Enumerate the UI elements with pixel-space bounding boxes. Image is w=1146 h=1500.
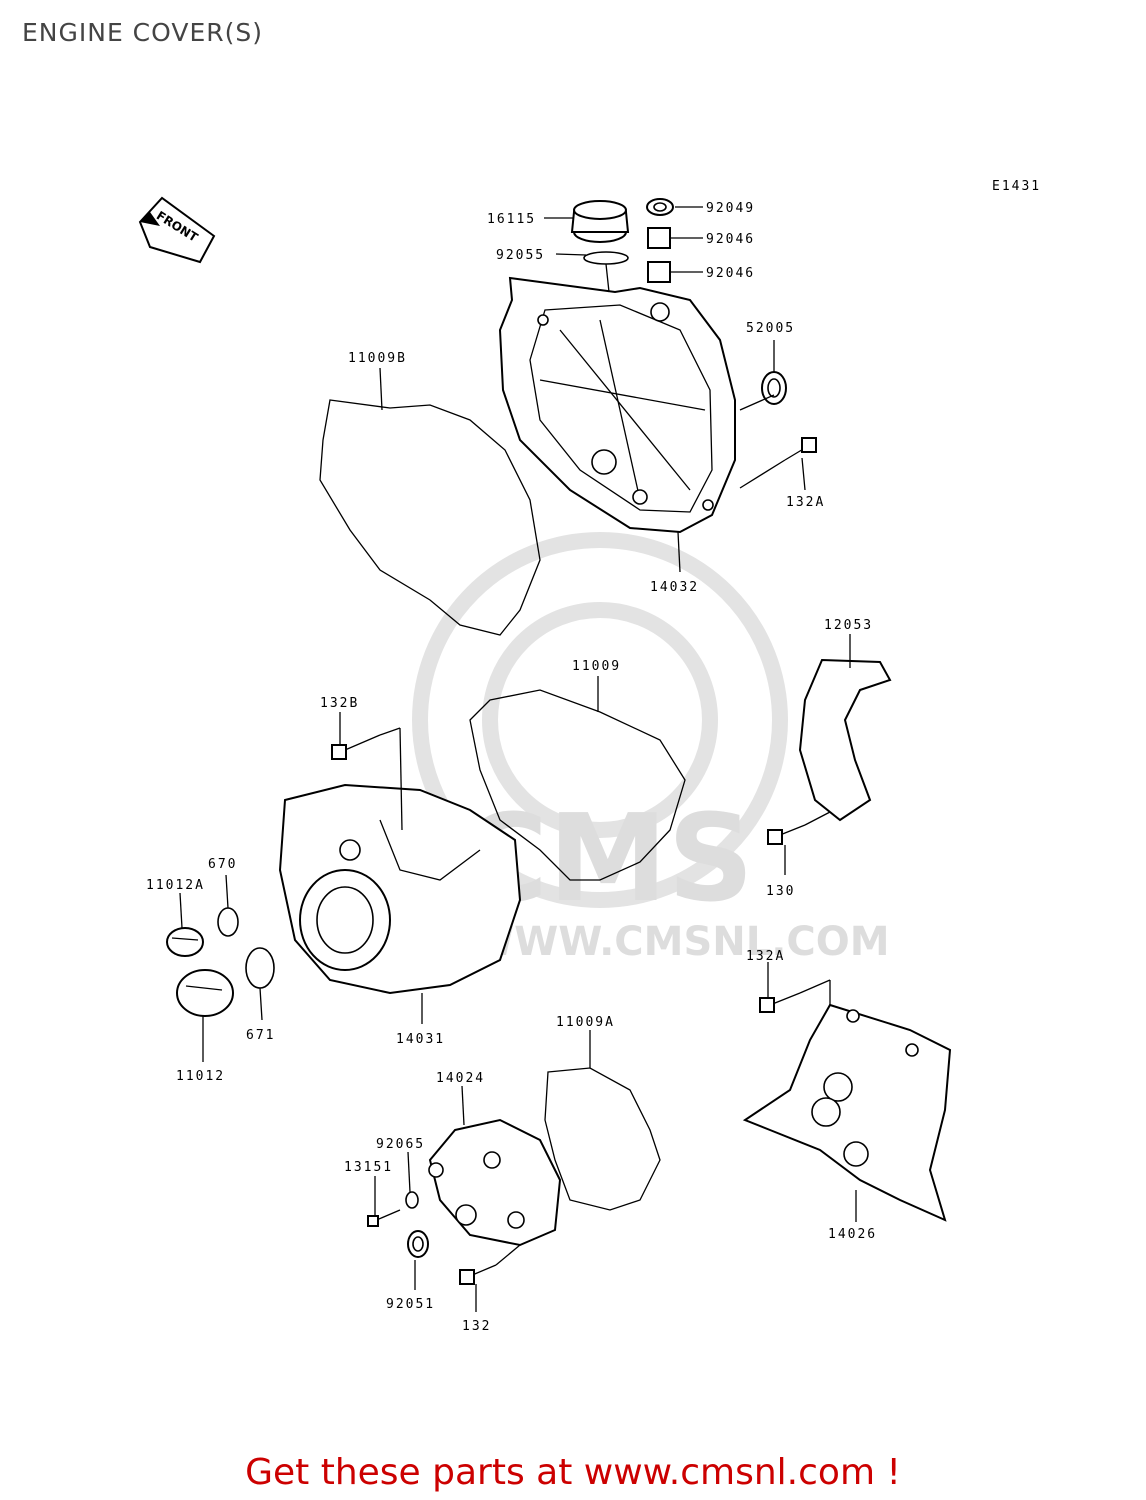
label-11009A: 11009A [556, 1015, 615, 1030]
part-labels: 16115 92049 92046 92055 92046 52005 1100… [146, 201, 877, 1334]
washer-92065 [405, 1191, 419, 1209]
bolt-130 [767, 824, 806, 845]
clutch-cover-14032 [498, 276, 736, 534]
leader-lines [179, 206, 857, 1312]
label-16115: 16115 [487, 212, 536, 227]
pump-cover-14024 [428, 1118, 562, 1247]
bolt-132A-lower [759, 992, 801, 1013]
screw-13151 [367, 1209, 401, 1227]
page-title: ENGINE COVER(S) [22, 18, 264, 47]
label-132A: 132A [746, 949, 785, 964]
label-132A: 132A [786, 495, 825, 510]
plug-11012A [166, 927, 204, 957]
label-132: 132 [462, 1319, 491, 1334]
label-52005: 52005 [746, 321, 795, 336]
bolt-132B [331, 734, 381, 760]
label-11009B: 11009B [348, 351, 407, 366]
watermark-url: WWW.CMSNL.COM [470, 919, 890, 965]
label-11012A: 11012A [146, 878, 205, 893]
front-arrow-icon: FRONT [138, 196, 216, 264]
footer-link[interactable]: Get these parts at www.cmsnl.com ! [245, 1452, 901, 1493]
label-12053: 12053 [824, 618, 873, 633]
gasket-11009A [544, 1067, 661, 1211]
gasket-11009 [469, 689, 686, 881]
generator-cover-14031 [278, 783, 522, 995]
parts-diagram: CMS WWW.CMSNL.COM E1431 FRONT [138, 179, 1041, 1334]
o-ring-671 [245, 947, 275, 989]
label-92065: 92065 [376, 1137, 425, 1152]
gasket-11009B [319, 399, 541, 636]
label-11012: 11012 [176, 1069, 225, 1084]
sprocket-cover-14026 [742, 1003, 952, 1222]
plug-11012 [176, 969, 234, 1017]
label-14032: 14032 [650, 580, 699, 595]
label-14026: 14026 [828, 1227, 877, 1242]
seal-92051 [407, 1230, 429, 1258]
label-130: 130 [766, 884, 795, 899]
oil-filler-cap-16115 [570, 200, 630, 243]
o-ring-92055 [583, 251, 629, 265]
label-92049: 92049 [706, 201, 755, 216]
label-14031: 14031 [396, 1032, 445, 1047]
label-92046: 92046 [706, 266, 755, 281]
label-92046: 92046 [706, 232, 755, 247]
guard-12053 [798, 658, 892, 822]
label-92055: 92055 [496, 248, 545, 263]
bolt-132A-upper [784, 437, 817, 461]
label-13151: 13151 [344, 1160, 393, 1175]
bolt-132 [459, 1264, 497, 1285]
bearings [646, 198, 674, 283]
diagram-code: E1431 [992, 179, 1041, 194]
label-92051: 92051 [386, 1297, 435, 1312]
o-ring-670 [217, 907, 239, 937]
label-132B: 132B [320, 696, 359, 711]
label-14024: 14024 [436, 1071, 485, 1086]
label-671: 671 [246, 1028, 275, 1043]
label-670: 670 [208, 857, 237, 872]
label-11009: 11009 [572, 659, 621, 674]
